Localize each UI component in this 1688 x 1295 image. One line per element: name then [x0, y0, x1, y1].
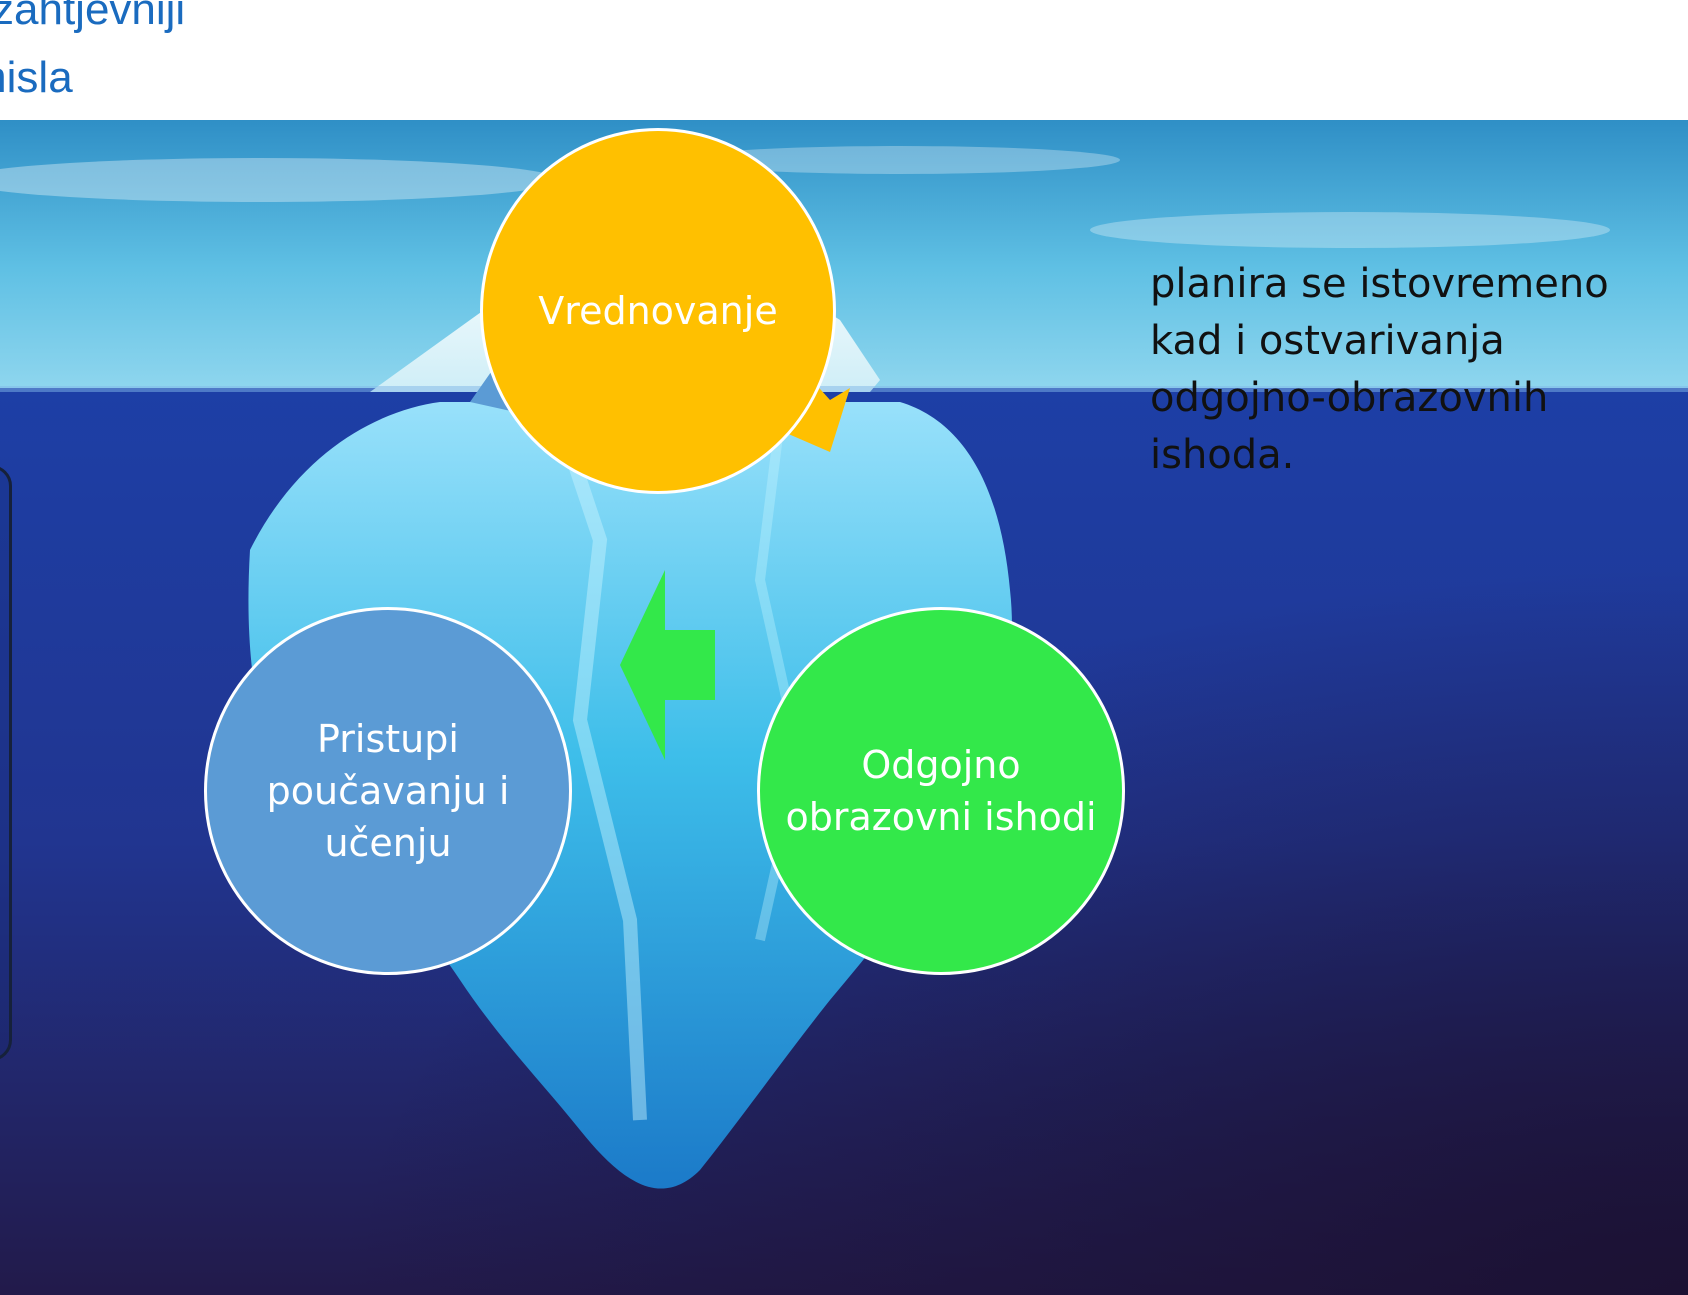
slide-title-line-1: zahtjevniji: [0, 0, 186, 34]
node-odgojno-obrazovni-ishodi: Odgojno obrazovni ishodi: [757, 607, 1125, 975]
left-text-frame: [0, 465, 12, 1061]
node-pristupi-label: Pristupi poučavanju i učenju: [266, 717, 510, 865]
node-vrednovanje-label: Vrednovanje: [538, 289, 778, 333]
node-ishodi-label: Odgojno obrazovni ishodi: [785, 743, 1097, 839]
side-note-text: planira se istovremeno kad i ostvarivanj…: [1150, 261, 1609, 478]
slide-title: zahtjevniji misla: [0, 0, 440, 168]
node-vrednovanje: Vrednovanje: [480, 128, 836, 494]
iceberg-background: Vrednovanje Odgojno obrazovni ishodi Pri…: [0, 120, 1688, 1295]
node-pristupi-poucavanju: Pristupi poučavanju i učenju: [204, 607, 572, 975]
slide-title-line-2: misla: [0, 53, 73, 102]
